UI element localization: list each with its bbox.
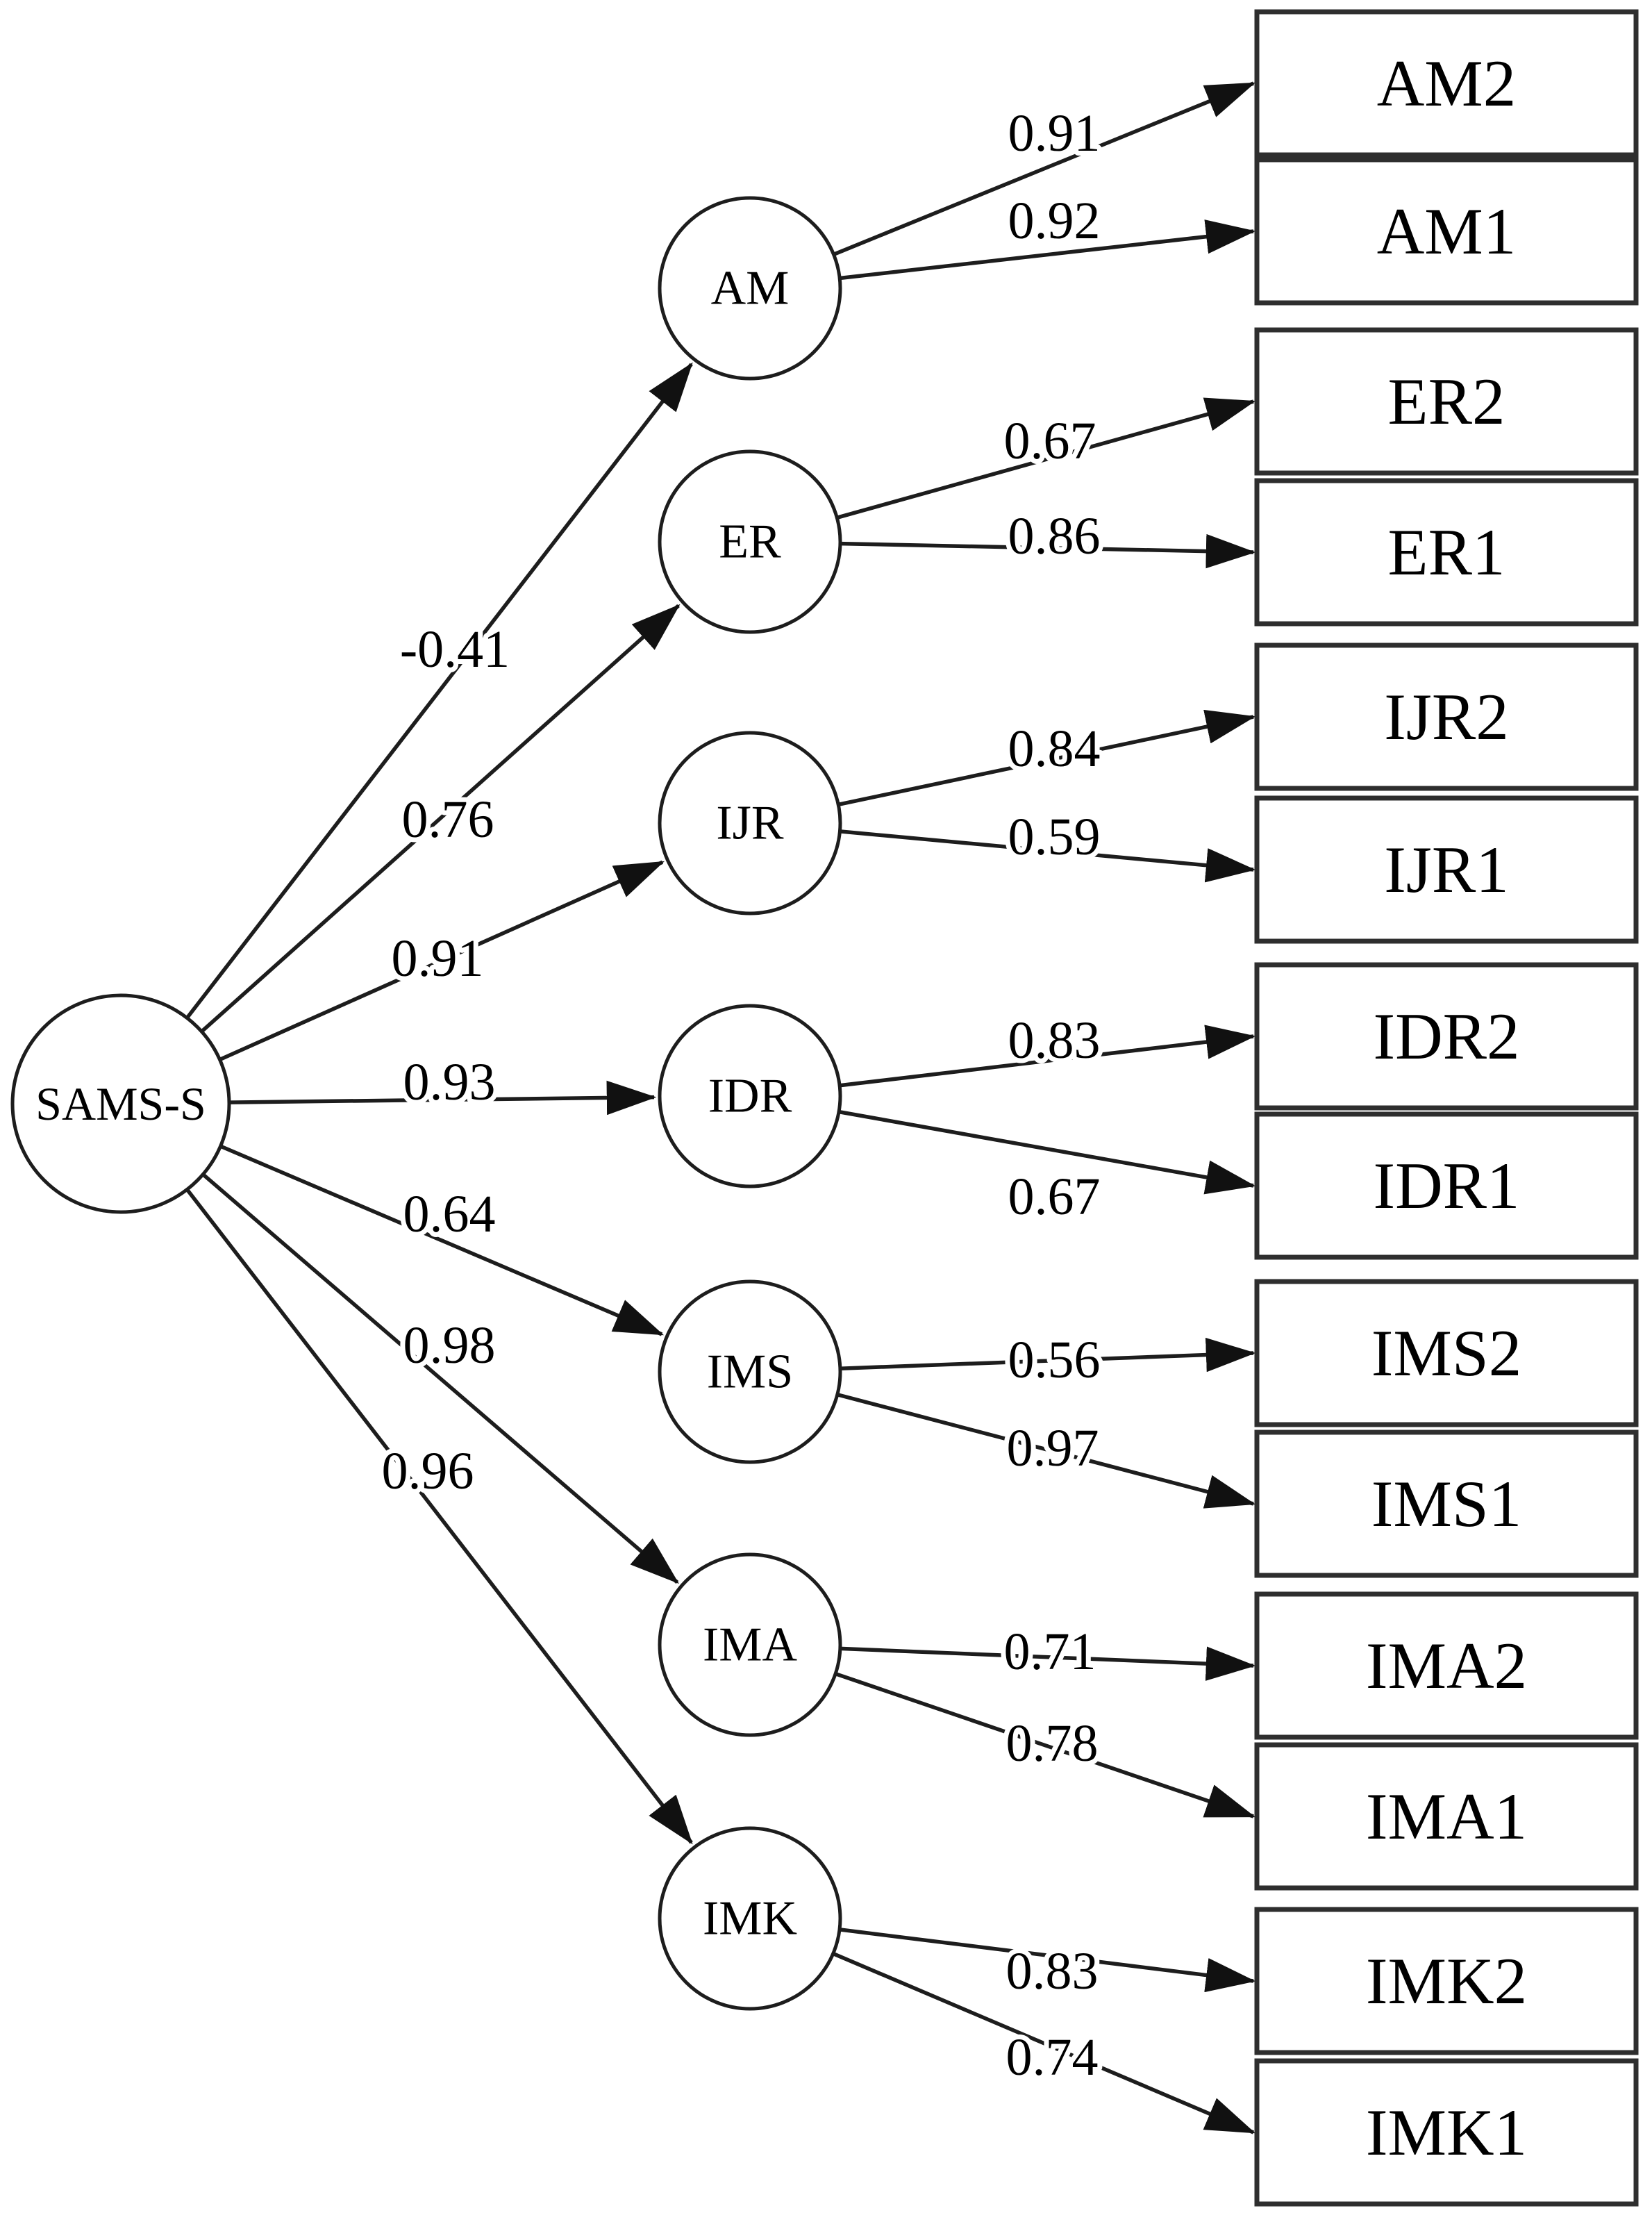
loading-path-IDR-IDR1 <box>838 1109 1256 1195</box>
indicator-box-IMA1 <box>1254 1742 1639 1891</box>
indicator-label-IMK2: IMK2 <box>1366 1944 1527 2018</box>
path-coefficient-AM: -0.41 <box>400 620 510 679</box>
factor-label-ER: ER <box>719 515 781 569</box>
loading-path-IMS-IMS2 <box>840 1337 1256 1373</box>
loading-path-ER-ER1 <box>840 533 1256 569</box>
indicator-label-ER2: ER2 <box>1388 365 1505 438</box>
path-SAMS-S-IDR <box>228 1080 657 1116</box>
loading-path-IJR-IJR1 <box>840 829 1256 883</box>
path-SAMS-S-IMK <box>185 1188 693 1845</box>
factor-node-AM <box>658 196 842 381</box>
path-SAMS-S-AM <box>185 362 693 1020</box>
indicator-label-IMA1: IMA1 <box>1366 1780 1527 1853</box>
loading-value-IDR1: 0.67 <box>1008 1168 1101 1226</box>
loading-value-ER1: 0.86 <box>1008 507 1101 565</box>
indicator-label-IJR2: IJR2 <box>1384 680 1508 754</box>
loading-path-IDR-IDR2 <box>839 1025 1256 1088</box>
path-coefficient-IMS: 0.64 <box>403 1185 496 1243</box>
indicator-box-AM2 <box>1254 9 1639 158</box>
indicator-box-IMK2 <box>1254 1907 1639 2055</box>
loading-value-IDR2: 0.83 <box>1008 1011 1101 1070</box>
indicator-label-AM1: AM1 <box>1377 194 1517 268</box>
factor-label-IDR: IDR <box>708 1070 792 1123</box>
indicator-box-IMK1 <box>1254 2058 1639 2207</box>
indicator-label-IMS1: IMS1 <box>1371 1467 1521 1541</box>
loading-value-IMK2: 0.83 <box>1006 1942 1099 2000</box>
loading-path-IMK-IMK1 <box>832 1952 1256 2135</box>
factor-label-IMK: IMK <box>703 1892 797 1946</box>
path-coefficient-IMA: 0.98 <box>403 1316 496 1375</box>
loading-value-ER2: 0.67 <box>1004 412 1096 470</box>
loading-path-IMA-IMA1 <box>835 1672 1256 1818</box>
loading-path-IMS-IMS1 <box>837 1393 1256 1509</box>
factor-node-IJR <box>658 731 842 915</box>
factor-label-IMS: IMS <box>707 1345 793 1399</box>
loading-value-IMS2: 0.56 <box>1008 1331 1101 1389</box>
path-SAMS-S-ER <box>200 604 681 1034</box>
loading-value-AM2: 0.91 <box>1008 104 1101 163</box>
indicator-box-IJR2 <box>1254 643 1639 791</box>
loading-path-AM-AM2 <box>833 81 1256 256</box>
indicator-label-IMK1: IMK1 <box>1366 2096 1527 2169</box>
loading-value-IMA1: 0.78 <box>1006 1714 1099 1773</box>
indicator-box-IJR1 <box>1254 795 1639 944</box>
loading-value-AM1: 0.92 <box>1008 192 1101 250</box>
indicator-box-IMS1 <box>1254 1429 1639 1578</box>
loading-value-IJR2: 0.84 <box>1008 720 1101 778</box>
indicator-box-IMA2 <box>1254 1591 1639 1740</box>
factor-node-IMA <box>658 1552 842 1737</box>
edges-layer <box>185 81 1256 2135</box>
factor-label-IMA: IMA <box>703 1618 798 1672</box>
loading-path-IMA-IMA2 <box>840 1646 1256 1681</box>
loading-value-IMS1: 0.97 <box>1007 1419 1099 1477</box>
indicator-box-IMS2 <box>1254 1279 1639 1427</box>
loading-path-IJR-IJR2 <box>837 709 1256 807</box>
loading-value-IMK1: 0.74 <box>1006 2028 1099 2087</box>
loading-path-IMK-IMK2 <box>839 1928 1256 1993</box>
indicator-label-ER1: ER1 <box>1388 515 1505 589</box>
factor-node-IMS <box>658 1279 842 1464</box>
loading-path-AM-AM1 <box>839 219 1256 281</box>
loading-value-IMA2: 0.71 <box>1004 1623 1096 1681</box>
path-SAMS-S-IMA <box>201 1172 679 1584</box>
loading-value-IJR1: 0.59 <box>1008 808 1101 866</box>
latent-node-SAMS-S <box>10 993 231 1214</box>
latent-label: SAMS-S <box>35 1077 206 1130</box>
indicator-label-IDR2: IDR2 <box>1373 1000 1519 1073</box>
factor-node-IDR <box>658 1004 842 1188</box>
indicator-label-IMA2: IMA2 <box>1366 1629 1527 1702</box>
indicator-label-AM2: AM2 <box>1377 47 1517 120</box>
factor-label-IJR: IJR <box>716 797 784 850</box>
indicator-box-ER2 <box>1254 327 1639 476</box>
path-coefficient-IDR: 0.93 <box>403 1053 496 1111</box>
indicator-label-IMS2: IMS2 <box>1371 1316 1521 1390</box>
indicator-box-AM1 <box>1254 157 1639 306</box>
path-SAMS-S-IJR <box>219 860 665 1061</box>
factor-label-AM: AM <box>711 262 790 315</box>
indicator-box-IDR2 <box>1254 962 1639 1111</box>
indicator-label-IDR1: IDR1 <box>1373 1149 1519 1222</box>
factor-node-ER <box>658 449 842 634</box>
indicator-box-IDR1 <box>1254 1111 1639 1260</box>
loading-path-ER-ER2 <box>836 397 1256 520</box>
path-coefficient-IJR: 0.91 <box>392 929 484 988</box>
path-SAMS-S-IMS <box>219 1144 665 1336</box>
indicator-label-IJR1: IJR1 <box>1384 833 1508 906</box>
path-coefficient-IMK: 0.96 <box>382 1442 474 1500</box>
factor-node-IMK <box>658 1826 842 2011</box>
indicator-box-ER1 <box>1254 478 1639 627</box>
path-coefficient-ER: 0.76 <box>402 790 494 849</box>
edge-labels-layer: -0.41 0.91 0.92 0.76 0.67 0.86 0.91 0.84 0.59 0.9… <box>377 99 1105 2091</box>
